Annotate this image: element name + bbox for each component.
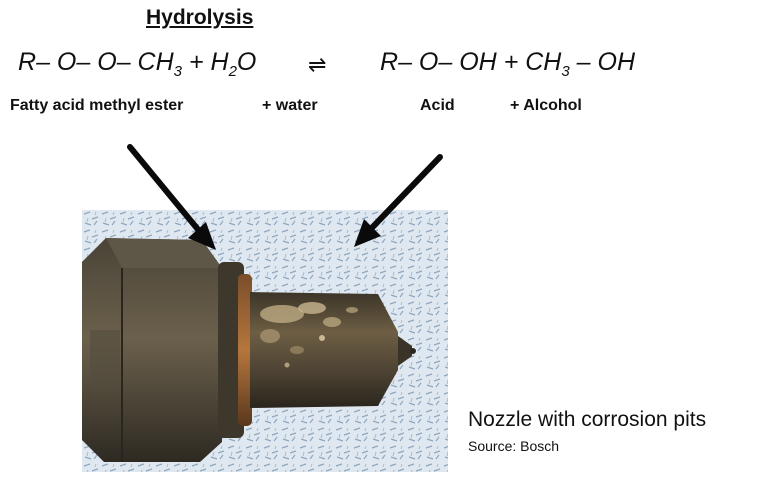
eq-sub: 3 (173, 63, 182, 80)
label-acid: Acid (420, 97, 455, 114)
diagram-title: Hydrolysis (146, 6, 254, 29)
eq-plus: + (188, 48, 204, 76)
label-water: + water (262, 97, 318, 114)
eq-r: R (380, 48, 399, 76)
source-credit: Source: Bosch (468, 438, 560, 454)
eq-o: O (97, 48, 117, 76)
reactant-equation: R– O– O– CH3 + H2O (18, 48, 257, 80)
eq-sub: 3 (561, 63, 570, 80)
eq-plus: + (503, 48, 519, 76)
eq-oh: OH (597, 48, 636, 76)
product-equation: R– O– OH + CH3 – OH (380, 48, 635, 80)
eq-o: O (236, 48, 257, 76)
eq-oh: OH (459, 48, 497, 76)
label-alcohol: + Alcohol (510, 97, 582, 114)
eq-o: O (56, 48, 77, 76)
eq-ch: CH (137, 48, 174, 76)
photo-caption: Nozzle with corrosion pits (468, 408, 707, 431)
eq-r: R (18, 48, 37, 76)
nozzle-photo (82, 210, 448, 472)
eq-o: O (418, 48, 439, 76)
equilibrium-arrow: ⇌ (308, 52, 327, 77)
eq-h: H (210, 48, 229, 76)
eq-ch: CH (525, 48, 562, 76)
label-ester: Fatty acid methyl ester (10, 97, 184, 114)
eq-sub: 2 (228, 63, 237, 80)
